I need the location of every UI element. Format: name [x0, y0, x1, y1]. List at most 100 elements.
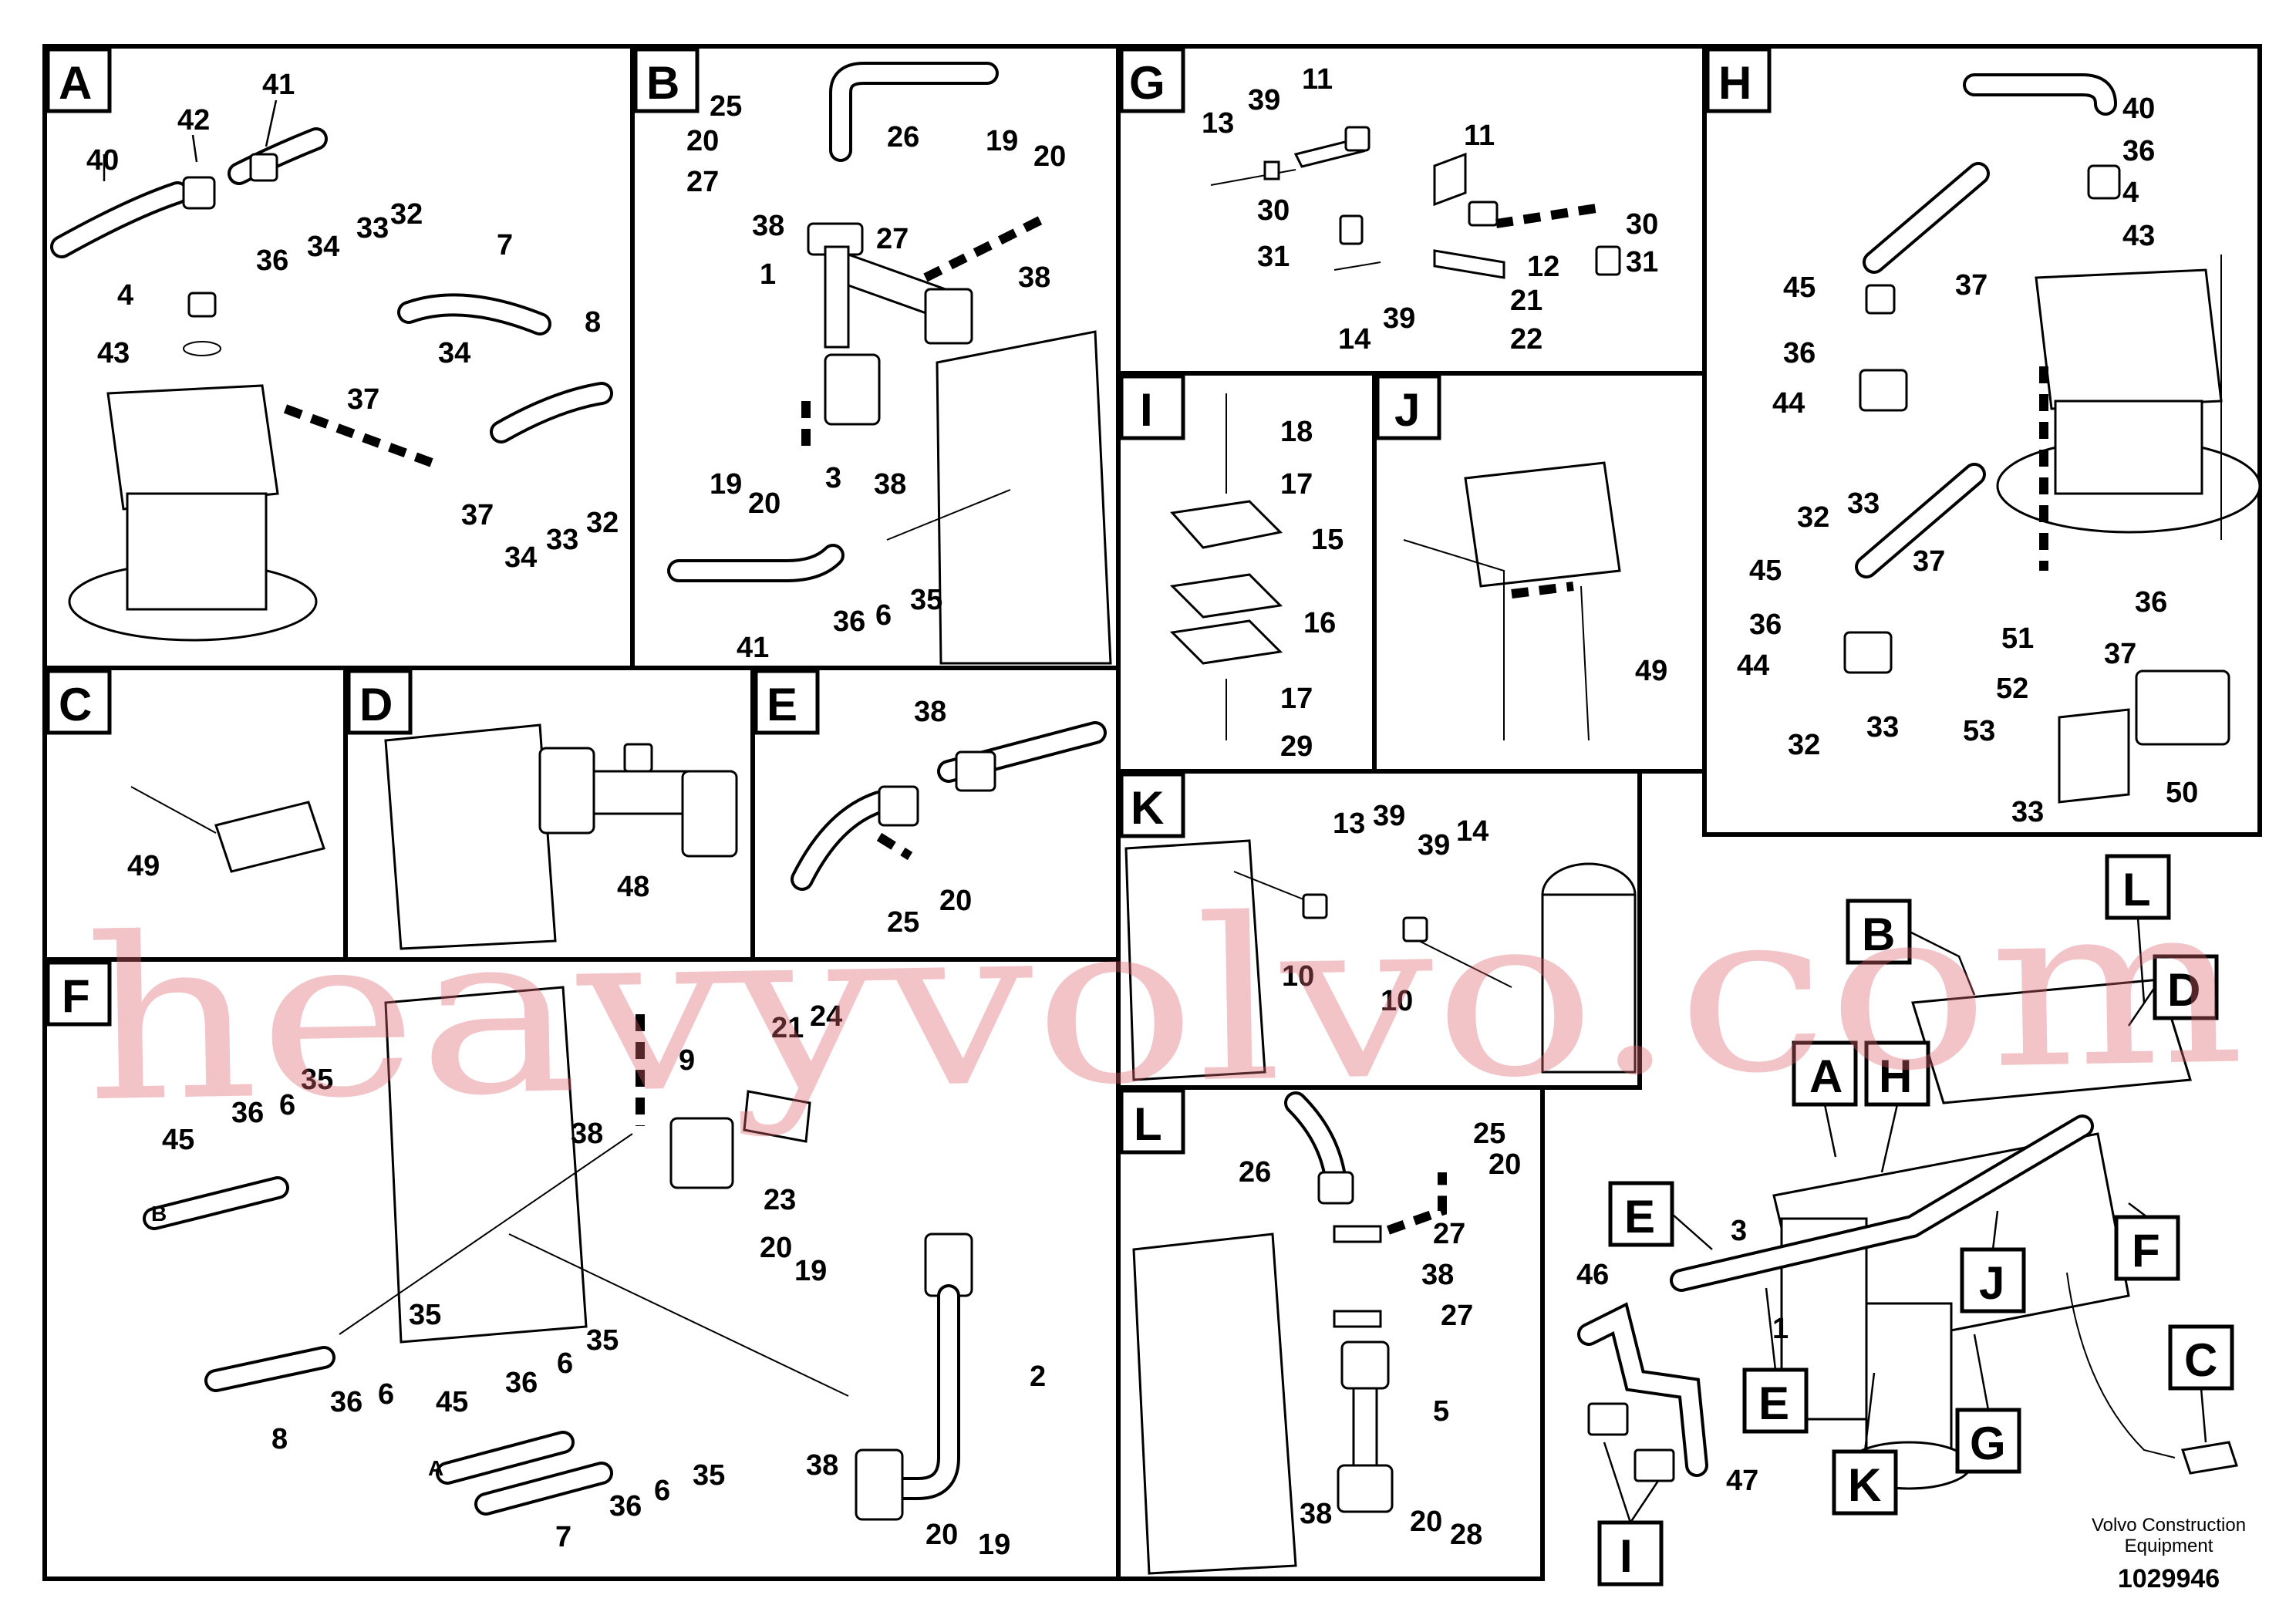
panel-g-letter: G — [1129, 57, 1165, 109]
callout: 31 — [1626, 246, 1658, 278]
overview-letter: E — [1758, 1378, 1789, 1429]
callout: 1 — [760, 258, 776, 291]
overview-letter: D — [2167, 964, 2200, 1016]
overview-callout: 3 — [1731, 1215, 1747, 1247]
callout: 38 — [1421, 1259, 1454, 1291]
callout: 27 — [876, 223, 909, 255]
callout: 6 — [279, 1089, 295, 1121]
callout: 33 — [356, 212, 389, 244]
callout: 7 — [497, 229, 513, 261]
callout: 33 — [2011, 796, 2044, 828]
side-label-a: A — [428, 1456, 443, 1480]
callout: 39 — [1418, 829, 1450, 862]
callout: 39 — [1373, 800, 1405, 832]
callout: 14 — [1456, 815, 1489, 848]
callout: 38 — [806, 1449, 838, 1482]
callout: 36 — [256, 244, 288, 277]
panel-j-letter: J — [1394, 384, 1420, 436]
callout: 48 — [617, 871, 649, 903]
callout: 6 — [557, 1347, 573, 1380]
callout: 27 — [1441, 1300, 1473, 1332]
panel-d: D 48 — [343, 666, 755, 962]
callout: 31 — [1257, 241, 1290, 273]
callout: 6 — [654, 1475, 670, 1507]
callout: 34 — [504, 541, 537, 574]
overview-letter: L — [2122, 864, 2151, 916]
overview-letter: F — [2132, 1225, 2160, 1276]
overview-letter: B — [1862, 909, 1895, 960]
callout: 15 — [1311, 524, 1344, 556]
callout: 35 — [409, 1299, 441, 1331]
side-label-b: B — [151, 1202, 167, 1226]
callout: 29 — [1280, 730, 1313, 763]
overview-letter: E — [1624, 1191, 1655, 1243]
overview-callout: 1 — [1772, 1313, 1789, 1345]
callout: 36 — [1749, 609, 1782, 641]
callout: 6 — [378, 1378, 394, 1411]
callout: 36 — [1783, 337, 1816, 369]
callout: 36 — [2135, 586, 2167, 619]
callout: 25 — [710, 90, 742, 123]
callout: 37 — [461, 499, 494, 531]
callout: 35 — [693, 1459, 725, 1492]
callout: 43 — [97, 337, 130, 369]
callout: 30 — [1257, 194, 1290, 227]
callout: 34 — [438, 337, 470, 369]
callout: 30 — [1626, 208, 1658, 241]
callout: 38 — [874, 468, 906, 501]
callout: 32 — [1788, 729, 1820, 761]
callout: 20 — [686, 125, 719, 157]
callout: 36 — [609, 1490, 642, 1523]
overview-labels: B L D A H E F J E G K C I — [1576, 854, 2234, 1587]
overview-letter: C — [2184, 1334, 2217, 1386]
panel-c: C 49 — [42, 666, 348, 962]
overview-callout: 47 — [1726, 1465, 1758, 1497]
callout: 18 — [1280, 416, 1313, 448]
overview-letter: J — [1979, 1257, 2004, 1309]
callout: 13 — [1202, 107, 1234, 140]
callout: 23 — [764, 1184, 796, 1216]
panel-e-letter: E — [767, 679, 797, 730]
callout: 8 — [271, 1423, 288, 1455]
callout: 32 — [1797, 501, 1829, 534]
callout: 33 — [1866, 711, 1899, 744]
watermark-text: heavyvolvo.com — [83, 854, 2246, 1152]
callout: 44 — [1737, 649, 1769, 682]
callout: 20 — [1033, 140, 1066, 173]
overview-letter: K — [1848, 1459, 1881, 1511]
callout: 36 — [833, 605, 865, 638]
callout: 37 — [2104, 638, 2136, 670]
panel-a-letter: A — [59, 57, 92, 109]
callout: 17 — [1280, 683, 1313, 715]
callout: 20 — [1410, 1506, 1442, 1538]
callout: 36 — [231, 1097, 264, 1129]
panel-h: H — [1702, 44, 2262, 837]
callout: 2 — [1030, 1361, 1046, 1393]
callout: 39 — [1383, 302, 1415, 335]
panel-e: E 38 25 20 — [750, 666, 1121, 962]
panel-b-callouts: 25 20 26 27 19 20 38 27 1 38 19 20 3 38 … — [686, 90, 1066, 664]
callout: 36 — [2122, 135, 2155, 167]
callout: 39 — [1248, 84, 1280, 116]
callout: 37 — [1955, 269, 1988, 302]
callout: 40 — [86, 144, 119, 177]
callout: 51 — [2001, 622, 2034, 655]
overview-letter: A — [1809, 1050, 1843, 1102]
drawing-number: 1029946 — [2118, 1564, 2220, 1593]
callout: 22 — [1510, 323, 1542, 356]
callout: 44 — [1772, 387, 1805, 420]
callout: 11 — [1464, 120, 1495, 152]
panel-f-letter: F — [62, 970, 90, 1022]
panel-l-letter: L — [1134, 1098, 1162, 1150]
callout: 20 — [760, 1232, 792, 1264]
company-line2: Equipment — [2125, 1536, 2213, 1556]
callout: 27 — [686, 166, 719, 198]
callout: 34 — [307, 231, 339, 263]
overview-letter: I — [1620, 1530, 1633, 1582]
callout: 49 — [127, 850, 160, 882]
overview-callout: 46 — [1576, 1259, 1609, 1291]
callout: 45 — [1749, 555, 1782, 587]
callout: 38 — [1300, 1498, 1332, 1530]
callout: 53 — [1963, 715, 1995, 747]
panel-h-letter: H — [1718, 57, 1752, 109]
